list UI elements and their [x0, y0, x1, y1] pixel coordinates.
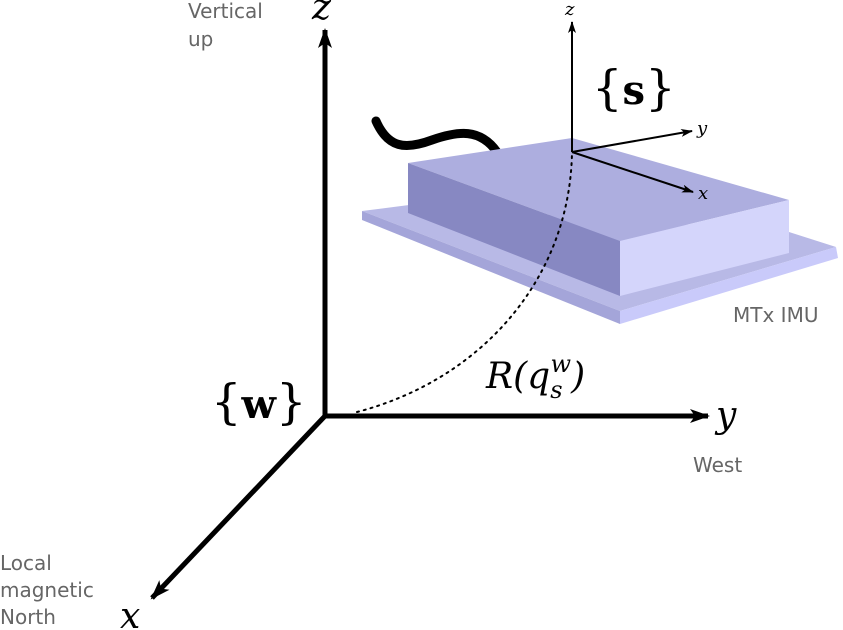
sensor-x-axis [571, 151, 694, 193]
imu-box-front [408, 163, 620, 296]
imu-base-front [362, 211, 620, 324]
rotation-label: R(qsw) [485, 350, 585, 404]
sensor-frame: z y x {s} [564, 0, 708, 204]
world-x-axis-label: x [120, 596, 140, 630]
sensor-y-axis-label: y [696, 118, 708, 139]
world-frame: z y x {w} Vertical up West Local magneti… [0, 0, 742, 630]
sensor-x-axis-label: x [698, 183, 708, 204]
imu-cable [371, 116, 502, 157]
imu-base-side [620, 247, 838, 324]
sensor-frame-label: {s} [592, 60, 676, 116]
world-y-axis-label: y [714, 395, 737, 436]
world-x-caption-line3: North [0, 605, 56, 629]
sensor-z-axis-label: z [564, 0, 575, 20]
world-y-caption: West [693, 453, 742, 477]
world-z-axis-label: z [311, 0, 332, 28]
world-x-caption-line1: Local [0, 551, 52, 575]
world-frame-label: {w} [211, 374, 307, 430]
world-z-caption-line2: up [188, 27, 213, 51]
imu-box-side [620, 200, 789, 296]
rotation-arc [356, 151, 573, 413]
imu-device [362, 116, 838, 324]
device-caption: MTx IMU [733, 303, 818, 327]
world-z-caption-line1: Vertical [188, 0, 263, 23]
world-x-axis [150, 414, 327, 600]
sensor-y-axis [571, 128, 693, 153]
imu-box-top [408, 138, 789, 241]
world-x-caption-line2: magnetic [0, 578, 94, 602]
